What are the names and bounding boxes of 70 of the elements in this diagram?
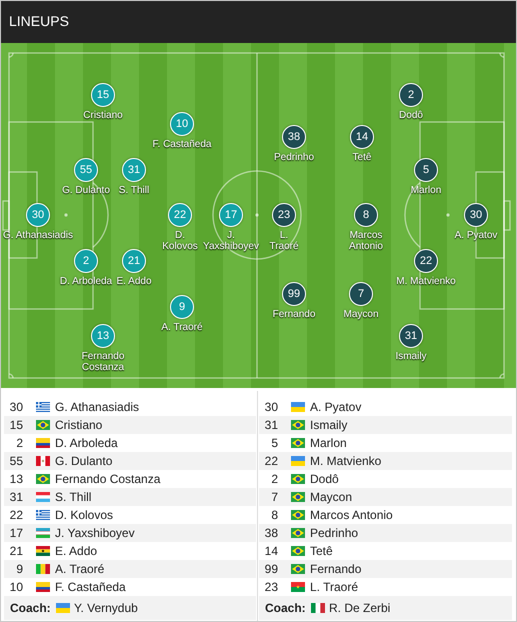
player-name: Marlon [410,185,442,196]
player-name: J. Yaxshiboyev [203,230,259,252]
player-name: Tetê [352,152,372,163]
player-name: D. Arboleda [60,276,112,287]
jersey-number: 22 [10,508,23,522]
jersey-number: 31 [264,418,278,432]
player-name: F. Castañeda [55,580,126,594]
player-name: A. Traoré [161,322,203,333]
player-name: Fernando Costanza [55,472,160,486]
player-name: L. Traoré [269,230,299,252]
jersey-number: 17 [10,526,23,540]
coach-name: R. De Zerbi [329,601,390,615]
player-name: M. Matvienko [310,454,382,468]
player-name: Marlon [310,436,347,450]
jersey-number: 14 [264,544,278,558]
player-name: Fernando [272,309,316,320]
player-name: L. Traoré [310,580,358,594]
player-name: Marcos Antonio [349,230,383,252]
jersey-number: 13 [10,472,23,486]
player-name: Fernando [310,562,362,576]
title: LINEUPS [9,13,69,29]
player-name: Dodô [310,472,339,486]
jersey-number: 8 [271,508,278,522]
player-name: S. Thill [118,185,150,196]
coach-label: Coach: [265,601,306,615]
player-name: G. Athanasiadis [55,400,140,414]
player-name: Cristiano [83,110,123,121]
player-name: A. Pyatov [454,230,498,241]
player-name: M. Matvienko [396,276,456,287]
player-name: D. Arboleda [55,436,118,450]
player-name: Tetê [310,544,333,558]
jersey-number: 30 [264,400,278,414]
jersey-number: 2 [16,436,23,450]
player-name: Pedrinho [310,526,358,540]
jersey-number: 10 [10,580,23,594]
jersey-number: 30 [10,400,23,414]
player-name: G. Dulanto [55,454,112,468]
player-name: F. Castañeda [152,139,212,150]
player-name: A. Traoré [55,562,104,576]
jersey-number: 9 [16,562,23,576]
player-name: Ismaily [310,418,348,432]
player-name: Maycon [344,309,378,320]
jersey-number: 38 [264,526,278,540]
player-name: D. Kolovos [162,230,198,252]
player-name: Pedrinho [274,152,314,163]
player-name: Ismaily [395,351,427,362]
jersey-number: 21 [10,544,23,558]
jersey-number: 23 [264,580,278,594]
jersey-number: 7 [271,490,278,504]
player-name: Maycon [310,490,352,504]
jersey-number: 2 [271,472,278,486]
player-name: J. Yaxshiboyev [55,526,135,540]
player-name: G. Dulanto [62,185,110,196]
player-name: D. Kolovos [55,508,114,522]
player-name: Fernando Costanza [82,351,124,373]
jersey-number: 55 [10,454,23,468]
player-name: Cristiano [55,418,102,432]
jersey-number: 15 [10,418,23,432]
coach-label: Coach: [10,601,51,615]
player-name: Dodô [399,110,423,121]
player-name: S. Thill [55,490,92,504]
jersey-number: 99 [264,562,278,576]
jersey-number: 31 [10,490,23,504]
coach-name: Y. Vernydub [74,601,138,615]
player-name: E. Addo [55,544,98,558]
jersey-number: 22 [264,454,278,468]
player-name: A. Pyatov [310,400,362,414]
player-name: Marcos Antonio [310,508,393,522]
player-name: E. Addo [116,276,152,287]
jersey-number: 5 [271,436,278,450]
